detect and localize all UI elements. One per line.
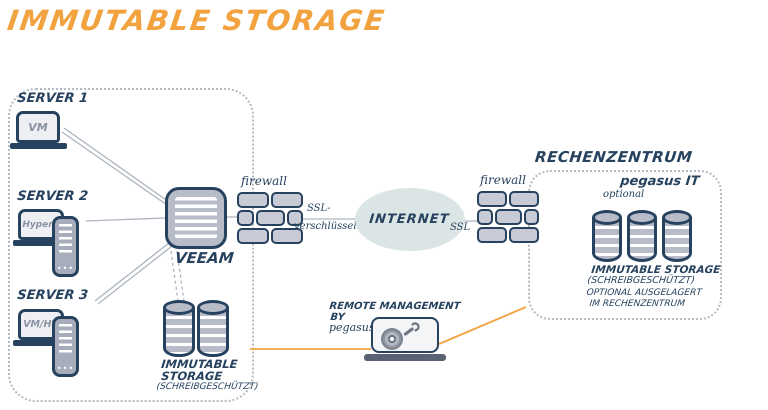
wrench-icon <box>403 322 420 336</box>
veeam-server-icon <box>165 187 227 249</box>
line-server3-veeam <box>94 242 170 302</box>
onprem-storage-label-line2: STORAGE <box>160 369 223 383</box>
line-remote-datacenter <box>438 306 527 345</box>
firewall-right-label: firewall <box>480 173 526 187</box>
internet-cloud: INTERNET <box>355 188 465 251</box>
brick-row <box>477 191 539 207</box>
server3-label: SERVER 3 <box>16 288 89 303</box>
remote-management-label: REMOTE MANAGEMENT <box>328 301 461 312</box>
firewall-icon-right <box>477 191 539 243</box>
onprem-zone-box <box>8 88 254 402</box>
datacenter-storage-note2: OPTIONAL AUSGELAGERT <box>585 288 703 298</box>
line-server3-veeam-2 <box>97 245 173 305</box>
remote-machine-base <box>364 354 446 361</box>
database-cylinder-icon <box>662 210 692 262</box>
brick-row <box>237 192 303 208</box>
database-cylinder-icon <box>197 300 229 357</box>
datacenter-storage-note: (SCHREIBGESCHÜTZT) <box>586 275 696 286</box>
datacenter-storage-note3: IM RECHENZENTRUM <box>588 299 686 309</box>
line-server2-veeam <box>85 217 166 222</box>
line-server1-veeam-2 <box>63 127 170 203</box>
database-cylinder-icon <box>627 210 657 262</box>
tower-server-icon-server3 <box>52 316 79 377</box>
remote-machine-icon <box>371 317 439 353</box>
laptop-base <box>10 143 67 149</box>
ssl-label: SSL <box>450 222 471 233</box>
line-veeam-storage-2 <box>176 250 185 302</box>
remote-provider-label: pegasus <box>329 321 375 334</box>
database-cylinder-icon <box>163 300 195 357</box>
line-server1-veeam <box>61 131 168 206</box>
database-cylinder-icon <box>592 210 622 262</box>
dial-icon <box>381 328 403 350</box>
datacenter-zone-box <box>528 170 722 320</box>
laptop-base <box>13 340 69 346</box>
datacenter-provider-label: pegasus IT <box>619 174 701 189</box>
server2-label: SERVER 2 <box>16 189 89 204</box>
brick-row <box>477 209 539 225</box>
server1-label: SERVER 1 <box>16 91 89 106</box>
laptop-base <box>13 240 69 246</box>
veeam-label: VEEAM <box>174 249 235 267</box>
optional-label: optional <box>603 189 645 200</box>
brick-row <box>237 228 303 244</box>
tower-server-icon-server2 <box>52 216 79 277</box>
ssl-encrypted-label-line2: verschlüsselt <box>294 221 361 232</box>
firewall-icon-left <box>237 192 303 244</box>
onprem-storage-note: (SCHREIBGESCHÜTZT) <box>155 382 259 392</box>
line-veeam-storage <box>170 250 179 302</box>
ssl-encrypted-label-line1: SSL- <box>307 203 331 214</box>
brick-row <box>237 210 303 226</box>
datacenter-title: RECHENZENTRUM <box>534 148 694 166</box>
brick-row <box>477 227 539 243</box>
vm-screen-label: VM <box>16 111 60 143</box>
internet-label: INTERNET <box>368 212 451 227</box>
firewall-left-label: firewall <box>241 174 287 188</box>
